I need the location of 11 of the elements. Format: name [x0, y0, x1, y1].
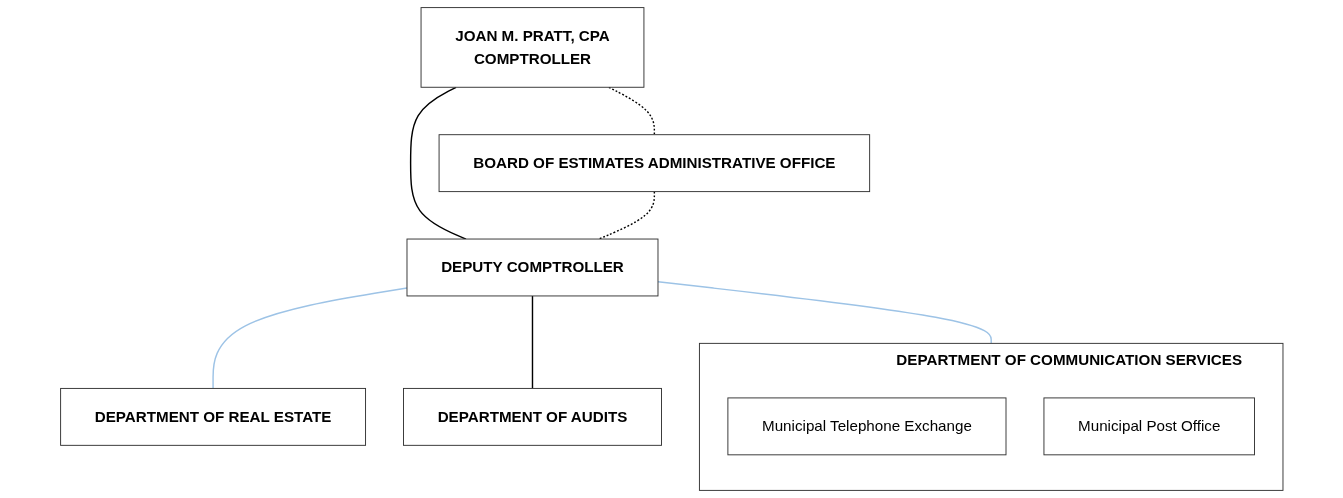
node-box: DEPUTY COMPTROLLER [406, 238, 659, 297]
node-box: JOAN M. PRATT, CPA COMPTROLLER [420, 7, 645, 88]
node-box: DEPARTMENT OF AUDITS [402, 387, 662, 446]
connector [409, 86, 467, 240]
connector [531, 295, 533, 390]
connector [212, 287, 408, 390]
node-box: Municipal Telephone Exchange [727, 397, 1007, 456]
node-box: BOARD OF ESTIMATES ADMINISTRATIVE OFFICE [438, 134, 870, 193]
connector [657, 281, 992, 345]
node-box: Municipal Post Office [1043, 397, 1255, 456]
node-box: DEPARTMENT OF REAL ESTATE [59, 387, 366, 446]
